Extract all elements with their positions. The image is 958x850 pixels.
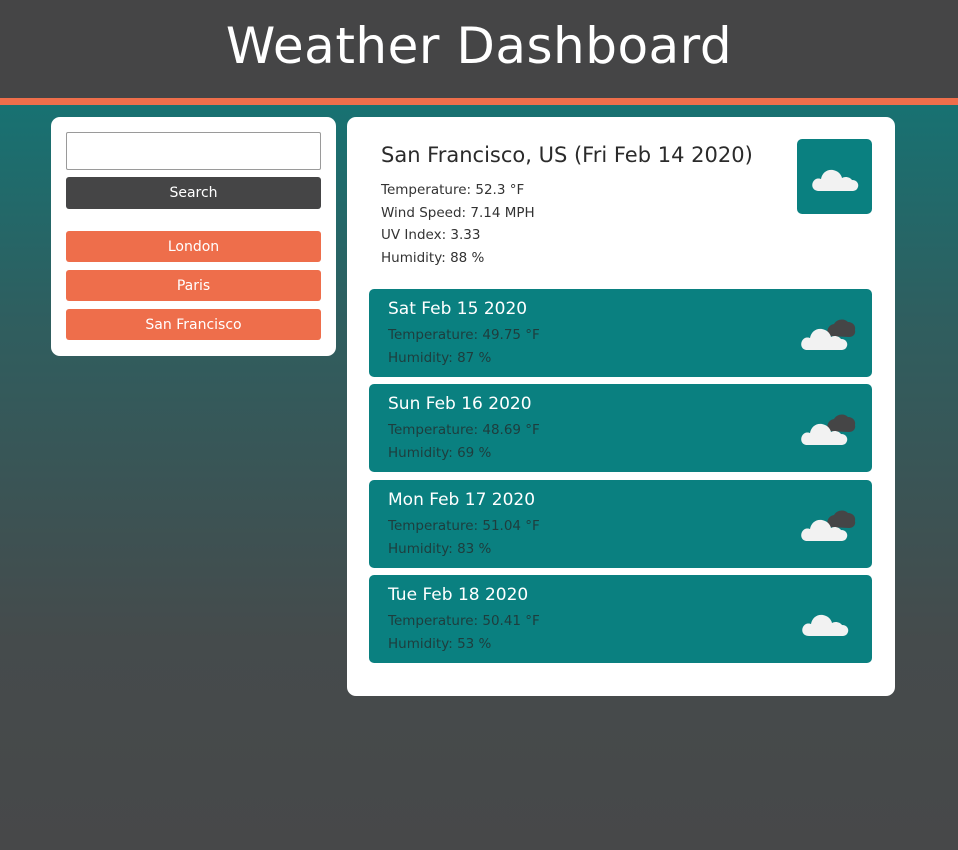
forecast-card: Tue Feb 18 2020 Temperature: 50.41 °F Hu… xyxy=(369,575,872,663)
forecast-humidity: Humidity: 87 % xyxy=(388,350,492,366)
forecast-date: Sat Feb 15 2020 xyxy=(388,299,528,319)
forecast-temperature: Temperature: 51.04 °F xyxy=(388,518,540,534)
current-wind-speed: Wind Speed: 7.14 MPH xyxy=(381,205,535,221)
page-header: Weather Dashboard xyxy=(0,0,958,105)
search-panel: Search London Paris San Francisco xyxy=(51,117,336,356)
current-temperature: Temperature: 52.3 °F xyxy=(381,182,525,198)
current-humidity: Humidity: 88 % xyxy=(381,250,485,266)
city-button-paris[interactable]: Paris xyxy=(66,270,321,301)
forecast-humidity: Humidity: 53 % xyxy=(388,636,492,652)
broken-clouds-icon xyxy=(801,319,856,350)
city-button-london[interactable]: London xyxy=(66,231,321,262)
cloud-icon xyxy=(811,169,858,191)
forecast-temperature: Temperature: 49.75 °F xyxy=(388,327,540,343)
forecast-date: Tue Feb 18 2020 xyxy=(388,585,529,605)
forecast-temperature: Temperature: 48.69 °F xyxy=(388,422,540,438)
search-input[interactable] xyxy=(66,132,321,170)
cloud-icon xyxy=(802,614,849,636)
forecast-date: Sun Feb 16 2020 xyxy=(388,394,532,414)
broken-clouds-icon xyxy=(801,510,856,541)
city-button-san-francisco[interactable]: San Francisco xyxy=(66,309,321,340)
forecast-card: Sat Feb 15 2020 Temperature: 49.75 °F Hu… xyxy=(369,289,872,377)
forecast-humidity: Humidity: 83 % xyxy=(388,541,492,557)
current-weather-icon-box xyxy=(797,139,872,214)
page-title: Weather Dashboard xyxy=(225,17,733,75)
forecast-temperature: Temperature: 50.41 °F xyxy=(388,613,540,629)
weather-panel: San Francisco, US (Fri Feb 14 2020) Temp… xyxy=(347,117,895,696)
forecast-card: Sun Feb 16 2020 Temperature: 48.69 °F Hu… xyxy=(369,384,872,472)
search-button[interactable]: Search xyxy=(66,177,321,209)
forecast-card: Mon Feb 17 2020 Temperature: 51.04 °F Hu… xyxy=(369,480,872,568)
forecast-date: Mon Feb 17 2020 xyxy=(388,490,536,510)
current-weather-title: San Francisco, US (Fri Feb 14 2020) xyxy=(381,143,753,167)
broken-clouds-icon xyxy=(801,414,856,445)
forecast-humidity: Humidity: 69 % xyxy=(388,445,492,461)
current-uv-index: UV Index: 3.33 xyxy=(381,227,481,243)
